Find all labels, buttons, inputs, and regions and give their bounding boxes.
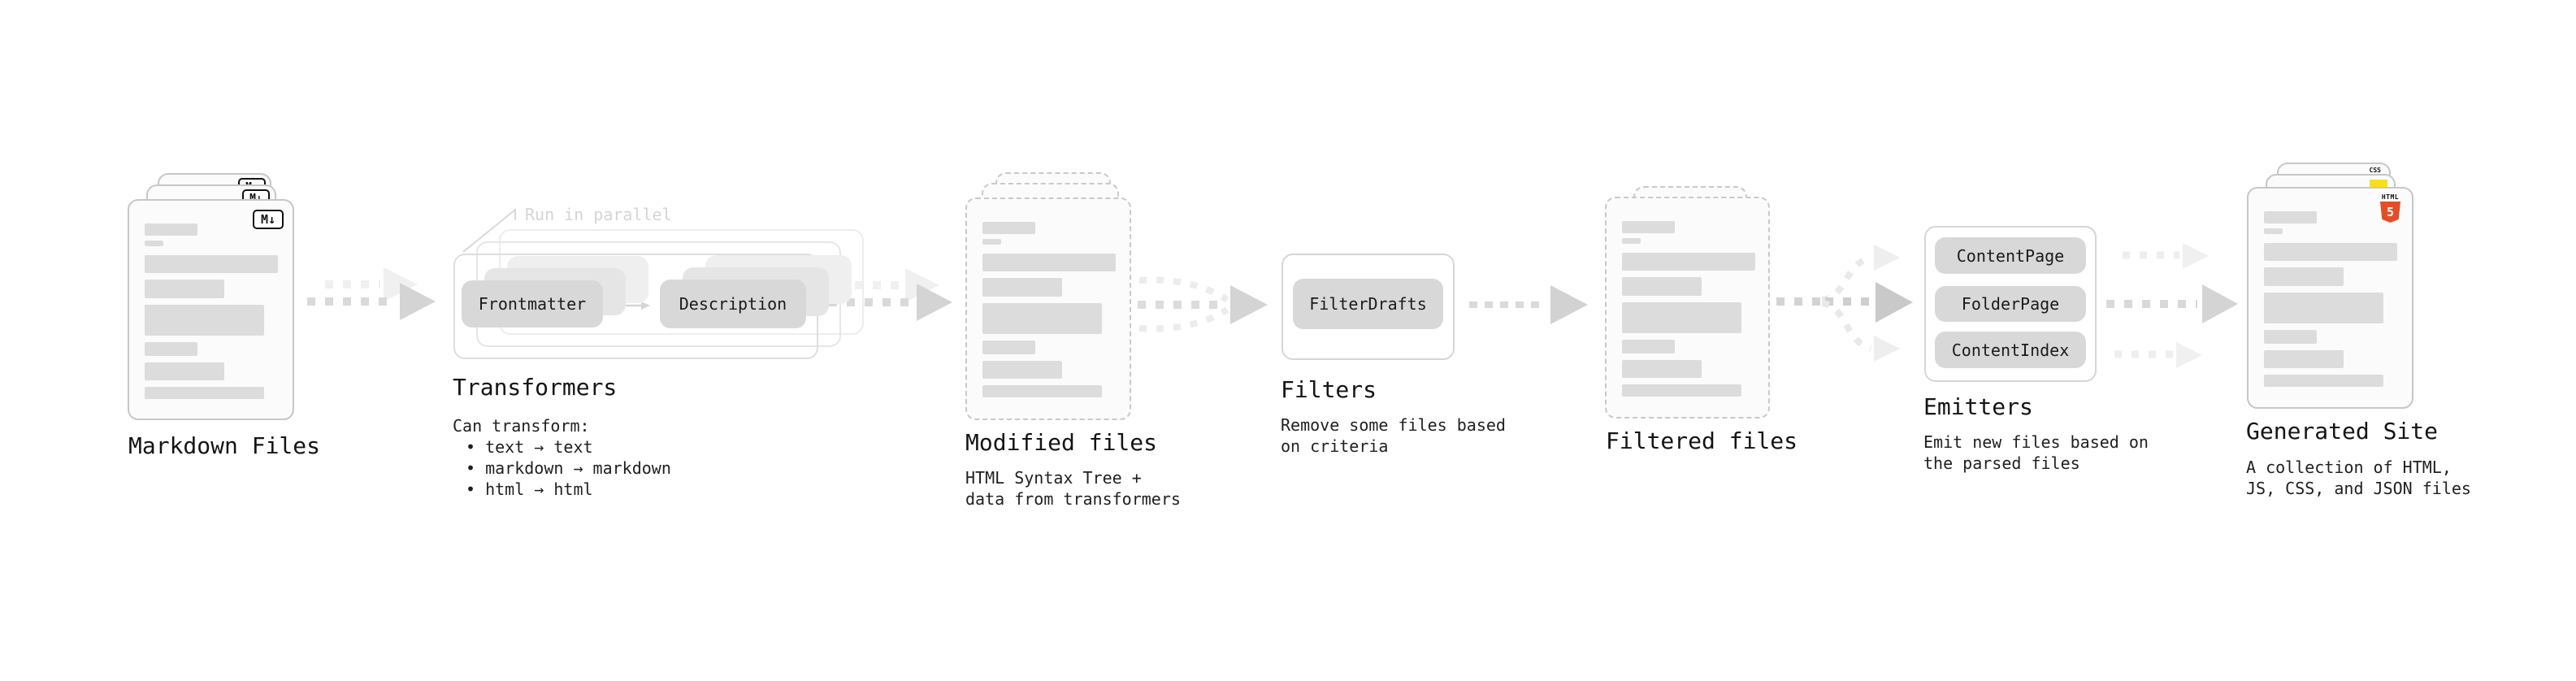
- arrow-filters-to-filtered: [1469, 285, 1588, 324]
- description-line: JS, CSS, and JSON files: [2246, 479, 2471, 498]
- run-in-parallel-note: Run in parallel: [525, 205, 672, 224]
- placeholder-bar: [2264, 330, 2317, 344]
- transform-bullet: • html → html: [466, 479, 593, 499]
- placeholder-bar: [1622, 340, 1675, 354]
- placeholder-bar: [982, 278, 1062, 297]
- emitter-pill-folderpage: FolderPage: [1935, 286, 2086, 322]
- station-title: Generated Site: [2246, 418, 2439, 445]
- html5-icon: HTML 5: [2379, 193, 2401, 223]
- placeholder-bar: [145, 241, 163, 246]
- note-leader-line: [462, 207, 516, 253]
- placeholder-bar: [2264, 293, 2383, 323]
- file-card: HTML 5: [2247, 187, 2413, 409]
- placeholder-bar: [982, 254, 1116, 271]
- description-line: Remove some files based: [1281, 415, 1506, 435]
- placeholder-bar: [145, 342, 197, 356]
- description-line: HTML Syntax Tree +: [965, 468, 1142, 488]
- placeholder-bar: [982, 303, 1102, 334]
- html5-icon-word: HTML: [2381, 193, 2400, 201]
- arrow-filtered-to-emitters: [1776, 245, 1913, 362]
- placeholder-bar: [2264, 375, 2383, 387]
- file-card: M↓: [128, 199, 294, 420]
- arrow-transformers-to-modified: [829, 268, 952, 321]
- placeholder-bar: [145, 223, 197, 236]
- description-line: Can transform:: [453, 416, 590, 436]
- placeholder-bar: [2264, 267, 2344, 286]
- station-description: HTML Syntax Tree + data from transformer…: [965, 467, 1181, 510]
- placeholder-bar: [145, 280, 224, 298]
- placeholder-bar: [1622, 360, 1702, 378]
- placeholder-bar: [982, 239, 1001, 245]
- transformer-pill-frontmatter: Frontmatter: [462, 280, 603, 327]
- html5-icon-number: 5: [2386, 205, 2395, 219]
- placeholder-bar: [2264, 228, 2283, 234]
- placeholder-bar: [982, 222, 1035, 234]
- description-line: data from transformers: [965, 489, 1181, 509]
- arrow-emitters-to-generated: [2106, 243, 2238, 368]
- station-title: Filters: [1281, 376, 1377, 403]
- placeholder-bar: [2264, 350, 2344, 368]
- station-title: Transformers: [453, 374, 618, 401]
- placeholder-bar: [1622, 384, 1741, 397]
- placeholder-bar: [1622, 277, 1702, 296]
- markdown-icon: M↓: [253, 210, 284, 229]
- station-description: Remove some files based on criteria: [1281, 414, 1506, 457]
- transform-bullet: • markdown → markdown: [466, 458, 671, 478]
- placeholder-bar: [2264, 211, 2317, 223]
- placeholder-bar: [145, 362, 224, 380]
- station-description: Can transform: • text → text • markdown …: [453, 415, 671, 500]
- description-line: the parsed files: [1923, 453, 2080, 473]
- html5-icon-shield: 5: [2380, 202, 2400, 223]
- emitter-pill-contentpage: ContentPage: [1935, 237, 2086, 274]
- filter-pill-filterdrafts: FilterDrafts: [1293, 279, 1443, 329]
- transform-bullet: • text → text: [466, 437, 593, 457]
- station-title: Emitters: [1923, 393, 2033, 420]
- transformer-pill-description: Description: [660, 280, 806, 328]
- file-card: [1605, 197, 1770, 419]
- markdown-icon-label: M↓: [260, 212, 276, 227]
- placeholder-bar: [1622, 238, 1641, 244]
- arrow-markdown-to-transformers: [307, 267, 436, 320]
- station-title: Modified files: [965, 429, 1158, 456]
- placeholder-bar: [2264, 243, 2397, 261]
- file-card: [965, 197, 1131, 420]
- description-line: Emit new files based on: [1923, 432, 2149, 452]
- placeholder-bar: [145, 255, 278, 273]
- placeholder-bar: [982, 340, 1035, 354]
- placeholder-bar: [1622, 302, 1741, 333]
- description-line: A collection of HTML,: [2246, 458, 2452, 477]
- arrow-modified-to-filters: [1138, 276, 1268, 332]
- station-title: Markdown Files: [128, 432, 321, 459]
- placeholder-bar: [982, 385, 1102, 397]
- station-title: Filtered files: [1606, 427, 1798, 454]
- placeholder-bar: [982, 361, 1062, 379]
- placeholder-bar: [1622, 253, 1755, 271]
- placeholder-bar: [145, 305, 264, 336]
- description-line: on criteria: [1281, 436, 1389, 456]
- emitter-pill-contentindex: ContentIndex: [1935, 332, 2086, 368]
- station-description: Emit new files based on the parsed files: [1923, 432, 2149, 474]
- station-description: A collection of HTML, JS, CSS, and JSON …: [2246, 457, 2471, 499]
- placeholder-bar: [145, 387, 264, 399]
- css-icon-label: CSS: [2369, 167, 2381, 174]
- placeholder-bar: [1622, 221, 1675, 233]
